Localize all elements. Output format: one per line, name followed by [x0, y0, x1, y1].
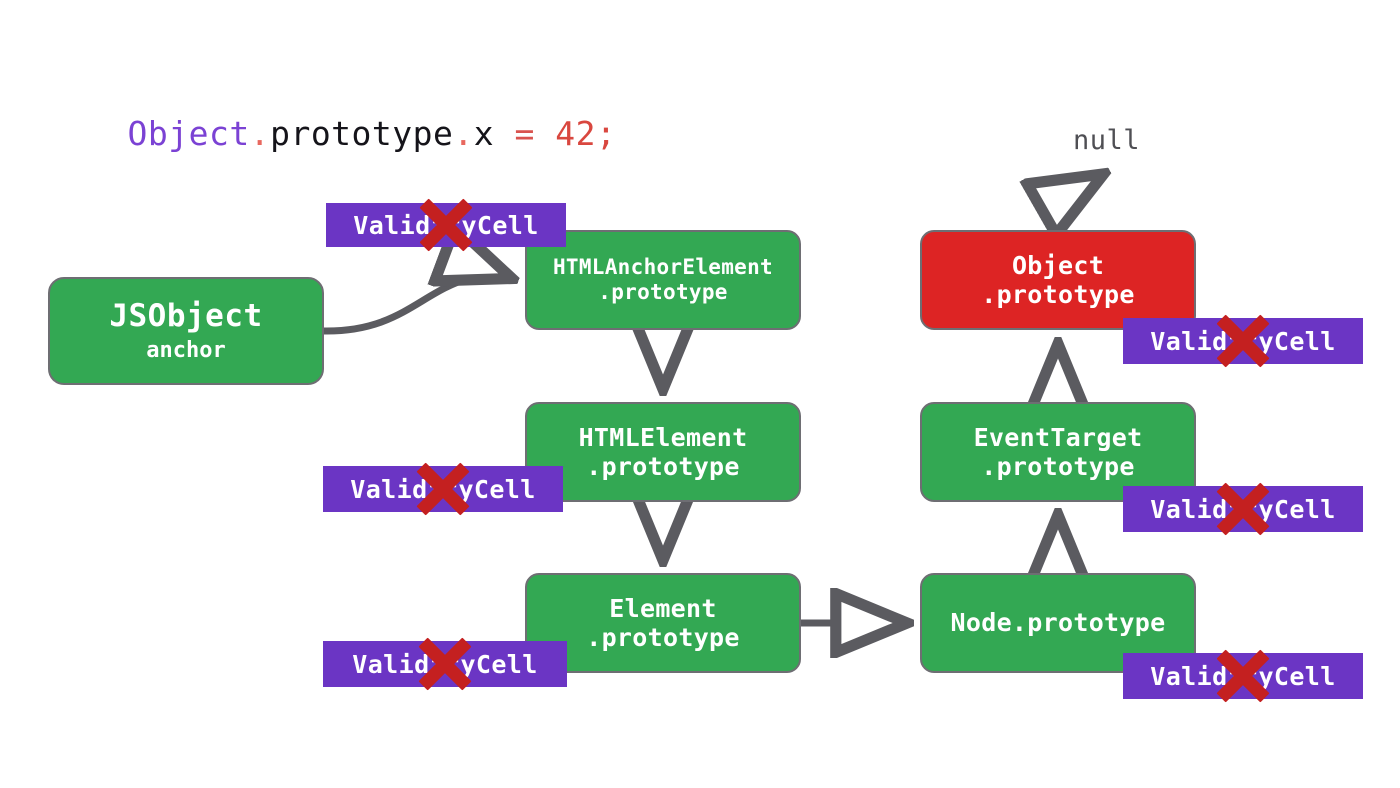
node-htmlelement-line1: HTMLElement [578, 422, 748, 452]
node-jsobject-line2: anchor [146, 337, 226, 363]
code-token-prototype: prototype [270, 113, 454, 153]
node-element-line2: .prototype [586, 623, 740, 652]
node-jsobject[interactable]: JSObject anchor [48, 277, 324, 385]
code-token-dot-2: . [453, 113, 474, 153]
node-eventtarget-line1: EventTarget [973, 422, 1143, 452]
validity-cell-label: ValidityCell [352, 649, 538, 679]
node-objectproto-line1: Object [1011, 250, 1105, 280]
code-token-space-1 [494, 114, 514, 153]
validity-cell-node-prototype[interactable]: ValidityCell [1123, 649, 1363, 703]
node-htmlanchorelement-prototype[interactable]: HTMLAnchorElement .prototype [525, 230, 801, 330]
null-label: null [1073, 125, 1141, 156]
validity-cell-label: ValidityCell [1150, 326, 1336, 356]
validity-cell-label: ValidityCell [353, 210, 539, 240]
edge-objectproto-to-null [1054, 176, 1100, 232]
code-token-dot-1: . [249, 113, 271, 153]
validity-cell-htmlelement[interactable]: ValidityCell [323, 462, 563, 516]
node-nodeproto-line1: Node.prototype [950, 608, 1166, 638]
validity-cell-eventtarget[interactable]: ValidityCell [1123, 482, 1363, 536]
code-token-object: Object [127, 113, 250, 153]
code-token-equals: = [514, 113, 535, 153]
validity-cell-label: ValidityCell [1150, 494, 1336, 524]
node-object-prototype[interactable]: Object .prototype [920, 230, 1196, 330]
edge-jsobject-to-htmlanchor [320, 274, 508, 335]
node-objectproto-line2: .prototype [981, 280, 1135, 309]
node-eventtarget-line2: .prototype [981, 452, 1135, 481]
code-token-space-2 [535, 114, 555, 153]
node-htmlelement-prototype[interactable]: HTMLElement .prototype [525, 402, 801, 502]
node-htmlelement-line2: .prototype [586, 452, 740, 481]
code-line: Object.prototype.x = 42; [46, 74, 616, 193]
validity-cell-object-prototype[interactable]: ValidityCell [1123, 314, 1363, 368]
node-eventtarget-prototype[interactable]: EventTarget .prototype [920, 402, 1196, 502]
node-jsobject-line1: JSObject [109, 298, 263, 335]
node-htmlanchor-line2: .prototype [598, 280, 728, 304]
code-token-semicolon: ; [596, 113, 617, 153]
code-token-x: x [473, 113, 495, 153]
validity-cell-label: ValidityCell [1150, 661, 1336, 691]
validity-cell-label: ValidityCell [350, 474, 536, 504]
node-element-prototype[interactable]: Element .prototype [525, 573, 801, 673]
validity-cell-htmlanchorelement[interactable]: ValidityCell [326, 198, 566, 252]
node-element-line1: Element [609, 593, 717, 623]
code-token-number: 42 [555, 113, 597, 153]
node-htmlanchor-line1: HTMLAnchorElement [552, 255, 774, 280]
validity-cell-element[interactable]: ValidityCell [323, 637, 567, 691]
